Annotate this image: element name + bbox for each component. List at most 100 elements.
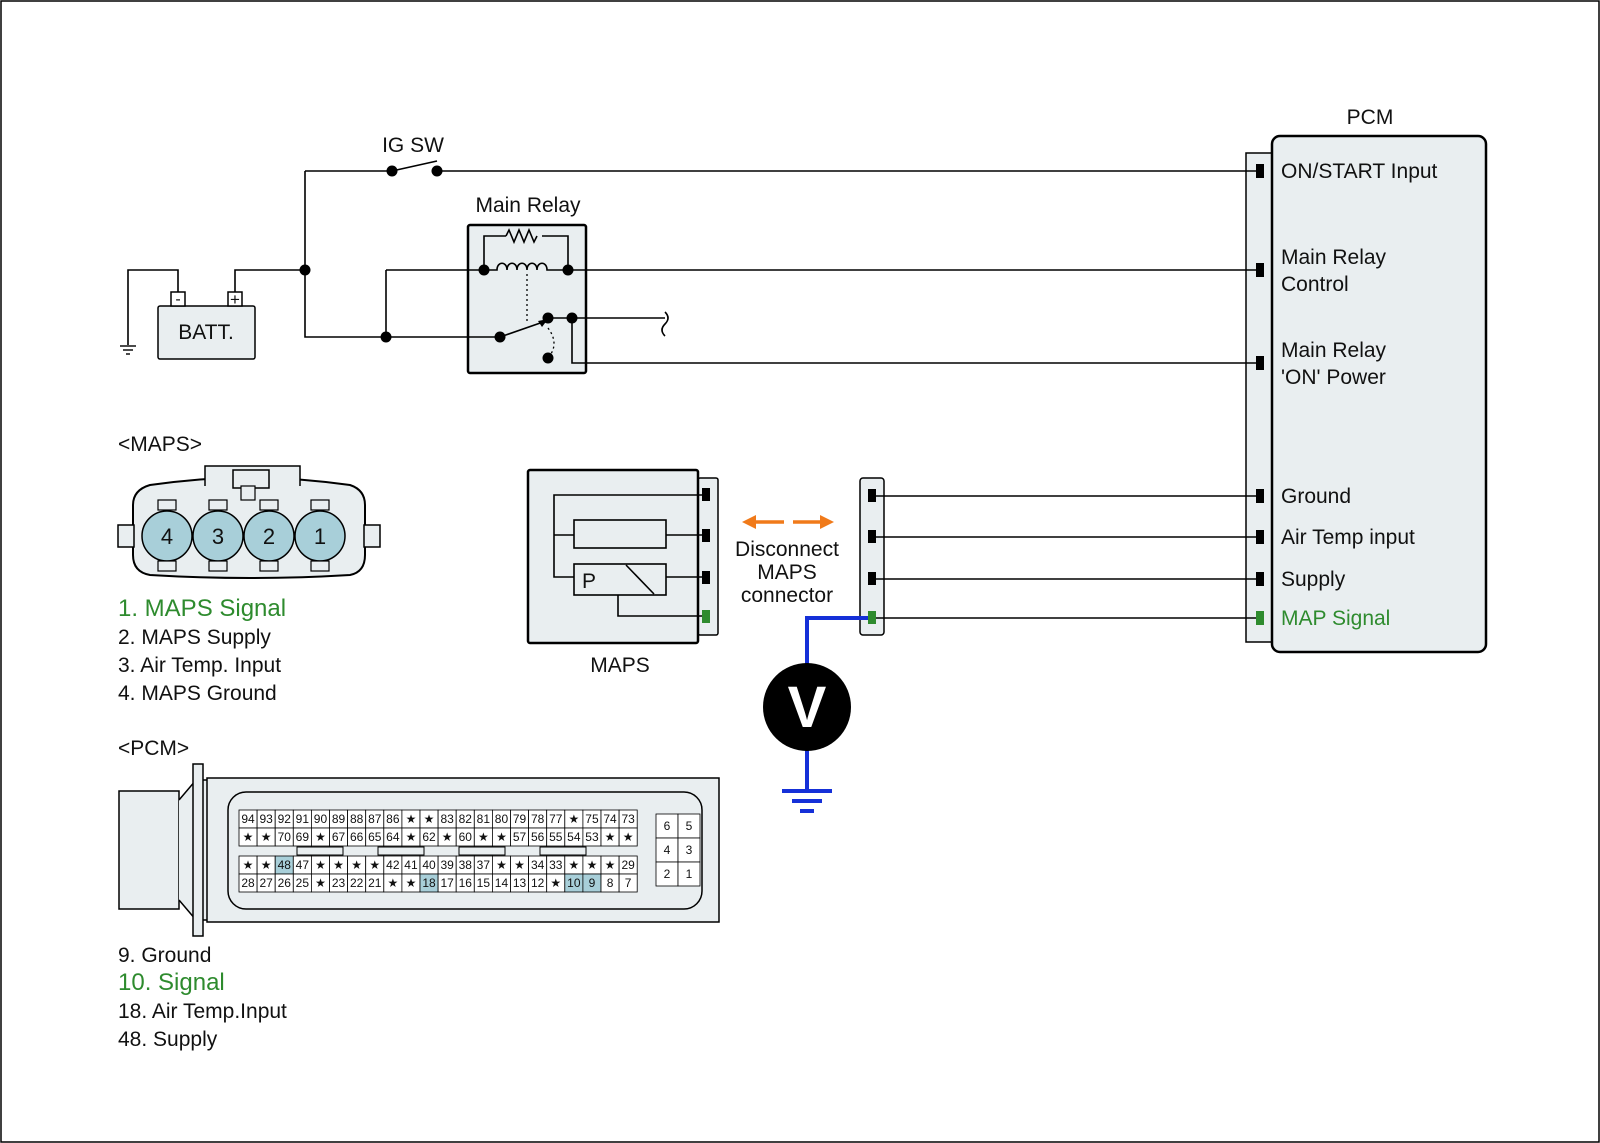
pcm-connector-pin-number: 70 bbox=[278, 830, 292, 844]
pcm-connector-pin-number: 47 bbox=[296, 858, 310, 872]
pcm-connector-pin-number: ★ bbox=[406, 830, 417, 844]
pcm-connector-pin-number: 12 bbox=[531, 876, 545, 890]
maps-pin-supply bbox=[702, 571, 710, 584]
relay-coil bbox=[484, 262, 568, 271]
maps-heading: <MAPS> bbox=[118, 433, 202, 456]
pcm-connector-pin-number: 38 bbox=[459, 858, 473, 872]
pcm-pin bbox=[1256, 489, 1264, 503]
pcm-connector-pin-number: 53 bbox=[585, 830, 599, 844]
maps-connector-pin-number: 4 bbox=[161, 524, 173, 549]
ig-sw-label: IG SW bbox=[382, 134, 444, 157]
maps-sensor-label: MAPS bbox=[590, 654, 650, 677]
pcm-connector-latch-tab bbox=[539, 846, 587, 856]
pcm-connector-pin-number: ★ bbox=[315, 876, 326, 890]
battery-plus-label: + bbox=[230, 290, 240, 309]
pcm-small-pin-number: 2 bbox=[664, 867, 671, 881]
disconnect-arrows bbox=[742, 515, 834, 529]
pcm-connector-pin-number: 37 bbox=[477, 858, 491, 872]
pcm-connector-pin-number: 25 bbox=[296, 876, 310, 890]
pcm-connector-pin-number: 67 bbox=[332, 830, 346, 844]
pcm-small-pin-number: 1 bbox=[686, 867, 693, 881]
maps-pin-temp bbox=[702, 529, 710, 542]
pcm-connector-pin-number: 33 bbox=[549, 858, 563, 872]
pcm-connector-pin-number: ★ bbox=[369, 858, 380, 872]
maps-connector-pin-number: 1 bbox=[314, 524, 326, 549]
pcm-title: PCM bbox=[1347, 106, 1394, 129]
legend-item: 2. MAPS Supply bbox=[118, 626, 271, 649]
pcm-connector-pin-number: ★ bbox=[605, 858, 616, 872]
maps-signal-internal bbox=[617, 595, 705, 617]
maps-pin-lock bbox=[208, 499, 228, 511]
pcm-connector-pin-number: 16 bbox=[459, 876, 473, 890]
pcm-connector-pin-number: ★ bbox=[568, 812, 579, 826]
legend-item: 48. Supply bbox=[118, 1028, 218, 1051]
pcm-connector-pin-number: 66 bbox=[350, 830, 364, 844]
pcm-connector-pin-number: ★ bbox=[496, 830, 507, 844]
pcm-connector-pin-number: 69 bbox=[296, 830, 310, 844]
pcm-connector-pin-number: 82 bbox=[459, 812, 473, 826]
pcm-connector-pin-number: 40 bbox=[422, 858, 436, 872]
harness-pin-temp bbox=[868, 530, 876, 543]
battery-label: BATT. bbox=[178, 321, 234, 344]
pcm-connector-pin-number: ★ bbox=[406, 876, 417, 890]
battery-positive-wire bbox=[234, 269, 305, 292]
pcm-connector-pin-number: 22 bbox=[350, 876, 364, 890]
pcm-small-pin-number: 3 bbox=[686, 843, 693, 857]
pcm-connector-pin-number: ★ bbox=[424, 812, 435, 826]
pcm-pin bbox=[1256, 356, 1264, 370]
pcm-connector-pin-number: 9 bbox=[589, 876, 596, 890]
pcm-connector-pin-number: 13 bbox=[513, 876, 527, 890]
relay-resistor-lead-right bbox=[542, 235, 569, 270]
battery: - + BATT. bbox=[157, 290, 256, 360]
relay-contact-nc bbox=[542, 352, 554, 364]
pcm-connector-pin-number: 83 bbox=[440, 812, 454, 826]
harness-pin-supply bbox=[868, 572, 876, 585]
pcm-connector-pin-number: 77 bbox=[549, 812, 563, 826]
pcm-pin-label: Supply bbox=[1281, 568, 1346, 591]
pcm-connector-pin-number: ★ bbox=[478, 830, 489, 844]
maps-p-label: P bbox=[582, 570, 596, 593]
maps-pin-lock bbox=[157, 560, 177, 572]
legend-item: 18. Air Temp.Input bbox=[118, 1000, 287, 1023]
disconnect-label-line2: MAPS bbox=[757, 561, 817, 584]
maps-connector-ear-left bbox=[117, 524, 135, 548]
pcm-connector-pin-number: ★ bbox=[315, 830, 326, 844]
maps-connector-pin-number: 2 bbox=[263, 524, 275, 549]
pcm-heading: <PCM> bbox=[118, 737, 189, 760]
pcm-connector-pin-number: 90 bbox=[314, 812, 328, 826]
pcm-pin bbox=[1256, 611, 1264, 625]
ig-sw-blade bbox=[391, 160, 438, 172]
pcm-connector-pin-number: 81 bbox=[477, 812, 491, 826]
pcm-connector-pin-number: 34 bbox=[531, 858, 545, 872]
pcm-connector-pin-number: ★ bbox=[496, 858, 507, 872]
pcm-connector-pin-number: 55 bbox=[549, 830, 563, 844]
maps-pin-ground bbox=[702, 488, 710, 501]
pcm-connector-pin-number: 89 bbox=[332, 812, 346, 826]
pcm-connector-pin-number: ★ bbox=[442, 830, 453, 844]
pcm-small-pin-number: 6 bbox=[664, 819, 671, 833]
pcm-connector-pin-number: ★ bbox=[315, 858, 326, 872]
junction-dot bbox=[299, 264, 311, 276]
pcm-connector-pin-number: 41 bbox=[404, 858, 418, 872]
pcm-connector-pin-number: ★ bbox=[261, 830, 272, 844]
pcm-connector-pin-number: 79 bbox=[513, 812, 527, 826]
maps-temp-element bbox=[573, 519, 667, 549]
harness-connector[interactable] bbox=[859, 477, 885, 636]
harness-pin-signal bbox=[868, 611, 876, 624]
pcm-connector-flange bbox=[192, 763, 204, 937]
battery-minus-label: - bbox=[175, 291, 180, 308]
pcm-connector-pin-number: ★ bbox=[623, 830, 634, 844]
pcm-connector-pin-number: 91 bbox=[296, 812, 310, 826]
battery-box bbox=[157, 305, 256, 360]
voltmeter-icon bbox=[763, 663, 851, 751]
pcm-connector-pin-number: ★ bbox=[550, 876, 561, 890]
pcm-connector-pin-number: 94 bbox=[241, 812, 255, 826]
pcm-connector-pin-number: 10 bbox=[567, 876, 581, 890]
pcm-connector-pin-number: ★ bbox=[351, 858, 362, 872]
pcm-small-pin-number: 4 bbox=[664, 843, 671, 857]
pcm-box bbox=[1270, 134, 1488, 654]
harness-pin-ground bbox=[868, 489, 876, 502]
maps-pin-lock bbox=[157, 499, 177, 511]
